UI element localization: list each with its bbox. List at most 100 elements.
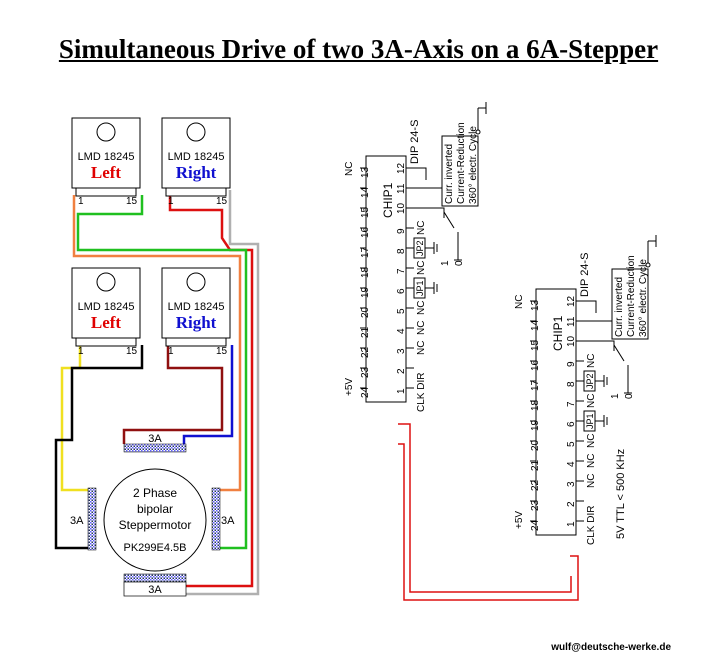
pin-label: CLK DIR bbox=[416, 373, 427, 412]
wire-black bbox=[54, 345, 144, 550]
coil-bottom bbox=[123, 573, 187, 583]
motor-body bbox=[103, 468, 207, 572]
wire-green bbox=[76, 195, 248, 550]
dip-value: 0 bbox=[624, 393, 635, 399]
coil-right-label: 3A bbox=[221, 515, 235, 527]
pin-label: +5V bbox=[344, 378, 355, 396]
page-title: Simultaneous Drive of two 3A-Axis on a 6… bbox=[58, 34, 659, 64]
pin-number: 15 bbox=[360, 206, 371, 218]
pin-number: 14 bbox=[530, 319, 541, 331]
wire-gray bbox=[186, 190, 260, 596]
driver-bottom-left: LMD 18245 Left 1 15 bbox=[71, 267, 141, 357]
pin-number: 5 bbox=[396, 308, 407, 314]
pin-number: 5 bbox=[566, 441, 577, 447]
switch-text: Current-Reduction bbox=[456, 122, 467, 204]
pin-number: 1 bbox=[566, 521, 577, 527]
wiring bbox=[54, 190, 260, 596]
driver-part-number: LMD 18245 bbox=[78, 301, 135, 313]
pin-label: NC bbox=[416, 261, 427, 275]
pin-number: 7 bbox=[396, 268, 407, 274]
driver-side-label: Right bbox=[176, 163, 217, 182]
pin-number: 3 bbox=[396, 348, 407, 354]
pin-label: NC bbox=[586, 454, 597, 468]
driver-pin-15: 15 bbox=[216, 346, 228, 357]
jumper-label: JP2 bbox=[415, 240, 425, 256]
driver-part-number: LMD 18245 bbox=[168, 301, 225, 313]
chip-name: CHIP1 bbox=[551, 315, 565, 351]
motor-line-2: bipolar bbox=[137, 502, 173, 516]
pin-number: 1 bbox=[396, 388, 407, 394]
switch-text: 360° electr. Cycle bbox=[638, 259, 649, 337]
driver-side-label: Left bbox=[91, 163, 122, 182]
dip-value: 1 bbox=[440, 260, 451, 266]
coil-top bbox=[123, 443, 187, 453]
pin-number: 16 bbox=[530, 359, 541, 371]
driver-pin-15: 15 bbox=[126, 196, 138, 207]
chip-name: CHIP1 bbox=[381, 182, 395, 218]
wire-darkred bbox=[122, 345, 224, 444]
pin-number: 10 bbox=[396, 202, 407, 214]
switch-text: Curr. inverted bbox=[614, 277, 625, 337]
jumper-label: JP2 bbox=[585, 373, 595, 389]
pin-number: 6 bbox=[396, 288, 407, 294]
wire-yellow bbox=[60, 345, 92, 492]
jumper-label: JP1 bbox=[415, 280, 425, 296]
switch-text: 360° electr. Cycle bbox=[468, 126, 479, 204]
pin-number: 18 bbox=[530, 399, 541, 411]
pin-number: 22 bbox=[360, 346, 371, 358]
pin-number: 16 bbox=[360, 226, 371, 238]
pin-number: 6 bbox=[566, 421, 577, 427]
wire-clk bbox=[398, 423, 572, 593]
chip-outline bbox=[365, 155, 407, 403]
switch-box bbox=[441, 135, 479, 207]
chip-type: DIP 24-S bbox=[409, 120, 421, 164]
coil-bottom-label: 3A bbox=[148, 584, 162, 596]
pin-number: 23 bbox=[530, 499, 541, 511]
pin-number: 24 bbox=[530, 519, 541, 531]
pin-label: NC bbox=[586, 474, 597, 488]
pin-label: NC bbox=[514, 295, 525, 309]
pin-label: NC bbox=[416, 321, 427, 335]
pin-label: NC bbox=[586, 434, 597, 448]
motor-line-3: Steppermotor bbox=[119, 518, 192, 532]
switch-text: Curr. inverted bbox=[444, 144, 455, 204]
coil-top-label: 3A bbox=[148, 433, 162, 445]
stepper-motor: 2 Phase bipolar Steppermotor PK299E4.5B … bbox=[70, 433, 235, 597]
pin-number: 7 bbox=[566, 401, 577, 407]
pin-label: NC bbox=[416, 221, 427, 235]
driver-pin-1: 1 bbox=[168, 346, 174, 357]
pin-number: 11 bbox=[396, 183, 407, 194]
pin-number: 21 bbox=[360, 326, 371, 338]
pin-number: 19 bbox=[530, 419, 541, 431]
coil-left-label: 3A bbox=[70, 515, 84, 527]
pin-label: NC bbox=[344, 162, 355, 176]
pin-number: 15 bbox=[530, 339, 541, 351]
pin-label: CLK DIR bbox=[586, 506, 597, 545]
pin-number: 13 bbox=[360, 166, 371, 178]
pin-label: +5V bbox=[514, 511, 525, 529]
wire-dir bbox=[398, 443, 579, 601]
pin-number: 17 bbox=[530, 379, 541, 391]
jumper-label: JP1 bbox=[585, 413, 595, 429]
pin-number: 20 bbox=[530, 439, 541, 451]
pin-number: 9 bbox=[566, 361, 577, 367]
pin-number: 23 bbox=[360, 366, 371, 378]
author-credit: wulf@deutsche-werke.de bbox=[551, 642, 671, 653]
pin-number: 9 bbox=[396, 228, 407, 234]
pin-number: 18 bbox=[360, 266, 371, 278]
wire-blue bbox=[182, 345, 234, 444]
driver-bottom-right: LMD 18245 Right 1 15 bbox=[161, 267, 231, 357]
pin-number: 8 bbox=[566, 381, 577, 387]
wiring-clk-dir bbox=[398, 423, 579, 601]
driver-top-left: LMD 18245 Left 1 15 bbox=[71, 117, 141, 207]
driver-part-number: LMD 18245 bbox=[168, 151, 225, 163]
pin-number: 11 bbox=[566, 316, 577, 327]
pin-number: 4 bbox=[566, 461, 577, 467]
driver-side-label: Left bbox=[91, 313, 122, 332]
pin-number: 14 bbox=[360, 186, 371, 198]
pin-number: 12 bbox=[566, 295, 577, 307]
dip-value: 1 bbox=[610, 393, 621, 399]
pin-number: 3 bbox=[566, 481, 577, 487]
